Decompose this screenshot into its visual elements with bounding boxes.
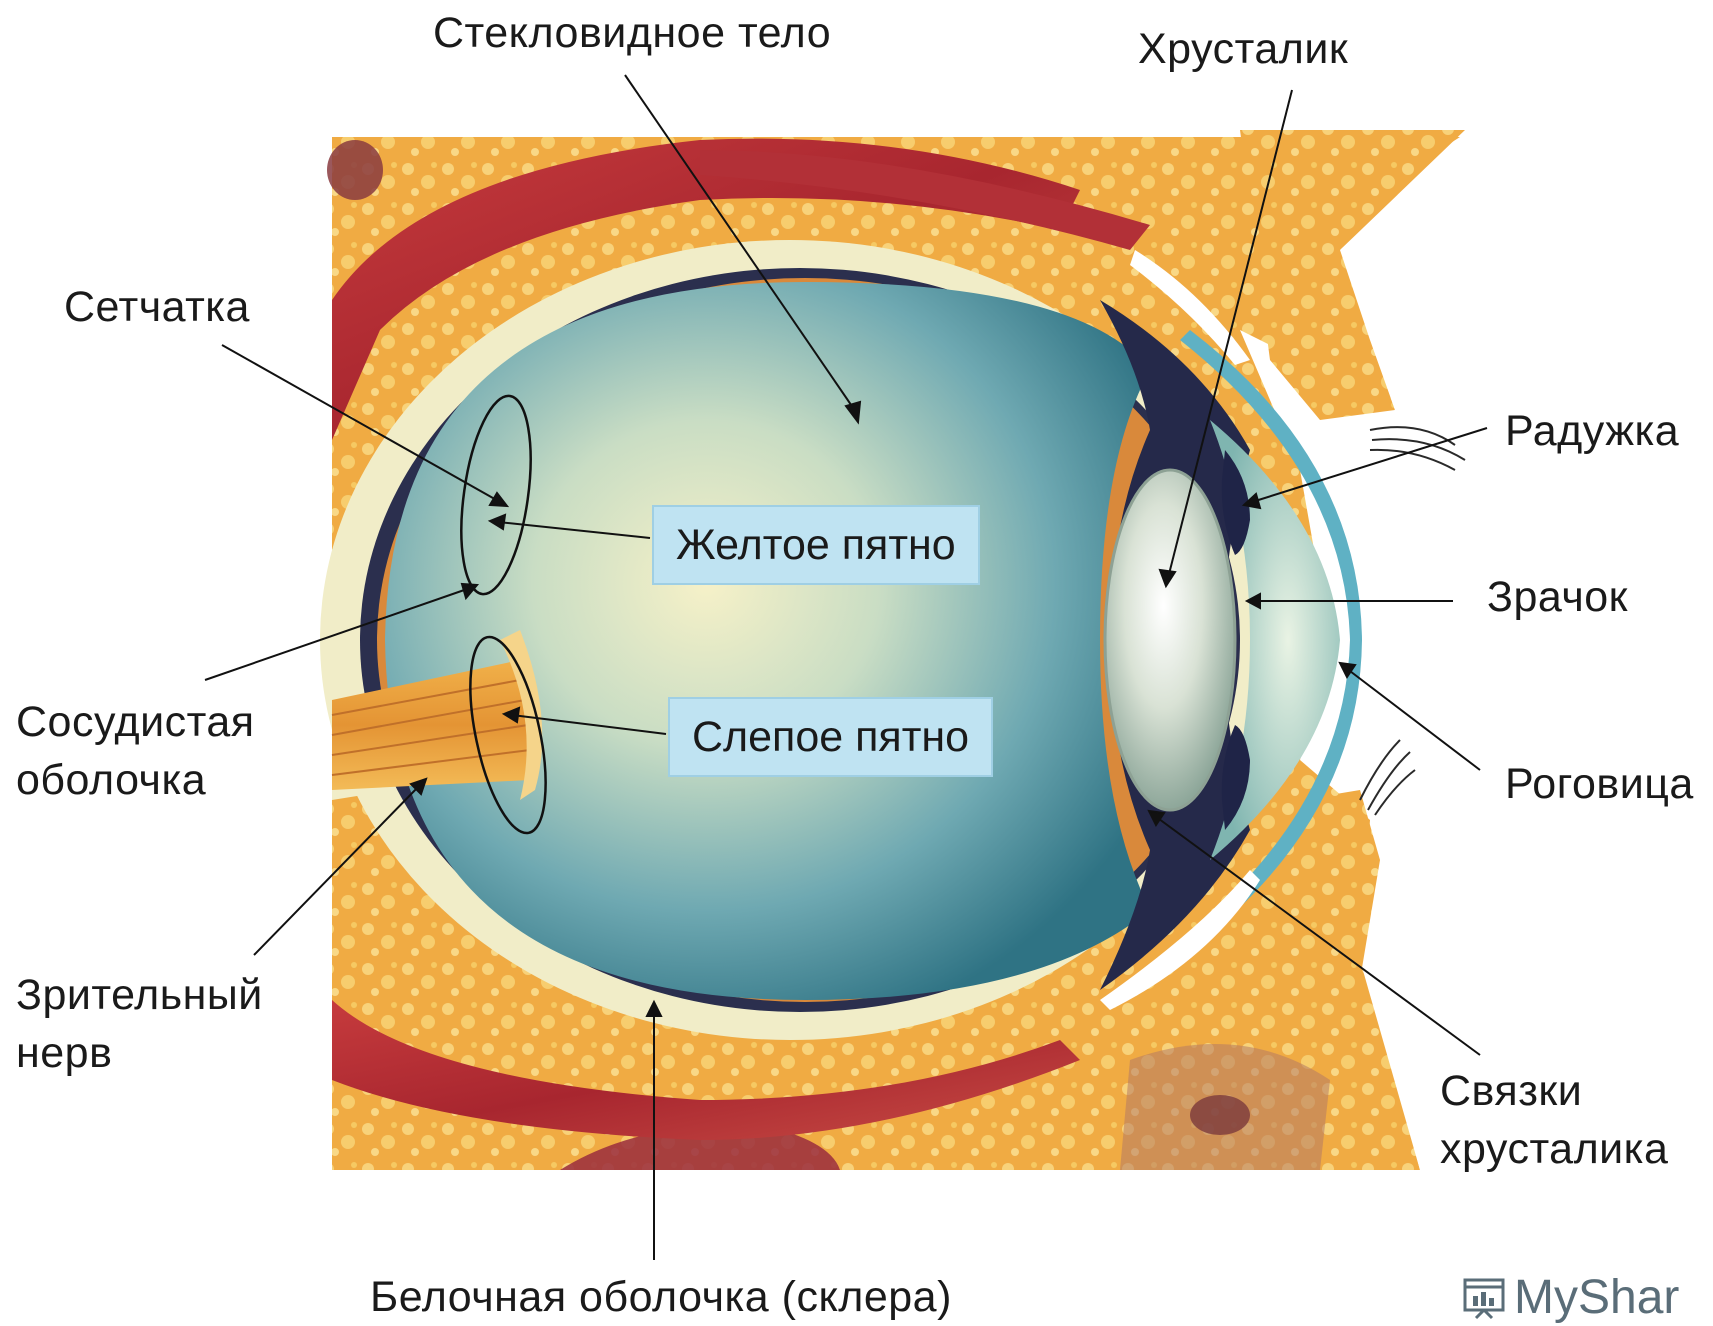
label-ligaments-line1: Связки — [1440, 1062, 1668, 1120]
label-optic-nerve-line1: Зрительный — [16, 966, 263, 1024]
label-lens: Хрусталик — [1138, 20, 1348, 78]
label-cornea: Роговица — [1505, 755, 1694, 813]
label-pupil: Зрачок — [1487, 568, 1628, 626]
watermark-text: MyShar — [1514, 1270, 1679, 1325]
label-ligaments-line2: хрусталика — [1440, 1120, 1668, 1178]
label-choroid-line2: оболочка — [16, 751, 255, 809]
label-macula: Желтое пятно — [652, 505, 980, 585]
label-choroid: Сосудистая оболочка — [16, 693, 255, 809]
label-optic-nerve-line2: нерв — [16, 1024, 263, 1082]
label-choroid-line1: Сосудистая — [16, 693, 255, 751]
chart-board-icon — [1462, 1276, 1506, 1320]
label-vitreous-body: Стекловидное тело — [433, 4, 831, 62]
label-lens-ligaments: Связки хрусталика — [1440, 1062, 1668, 1178]
label-sclera: Белочная оболочка (склера) — [370, 1268, 952, 1326]
label-optic-nerve: Зрительный нерв — [16, 966, 263, 1082]
label-retina: Сетчатка — [64, 278, 250, 336]
watermark: MyShar — [1462, 1270, 1679, 1325]
label-blind-spot: Слепое пятно — [668, 697, 993, 777]
lens-shape — [1105, 470, 1235, 810]
label-iris: Радужка — [1505, 402, 1679, 460]
